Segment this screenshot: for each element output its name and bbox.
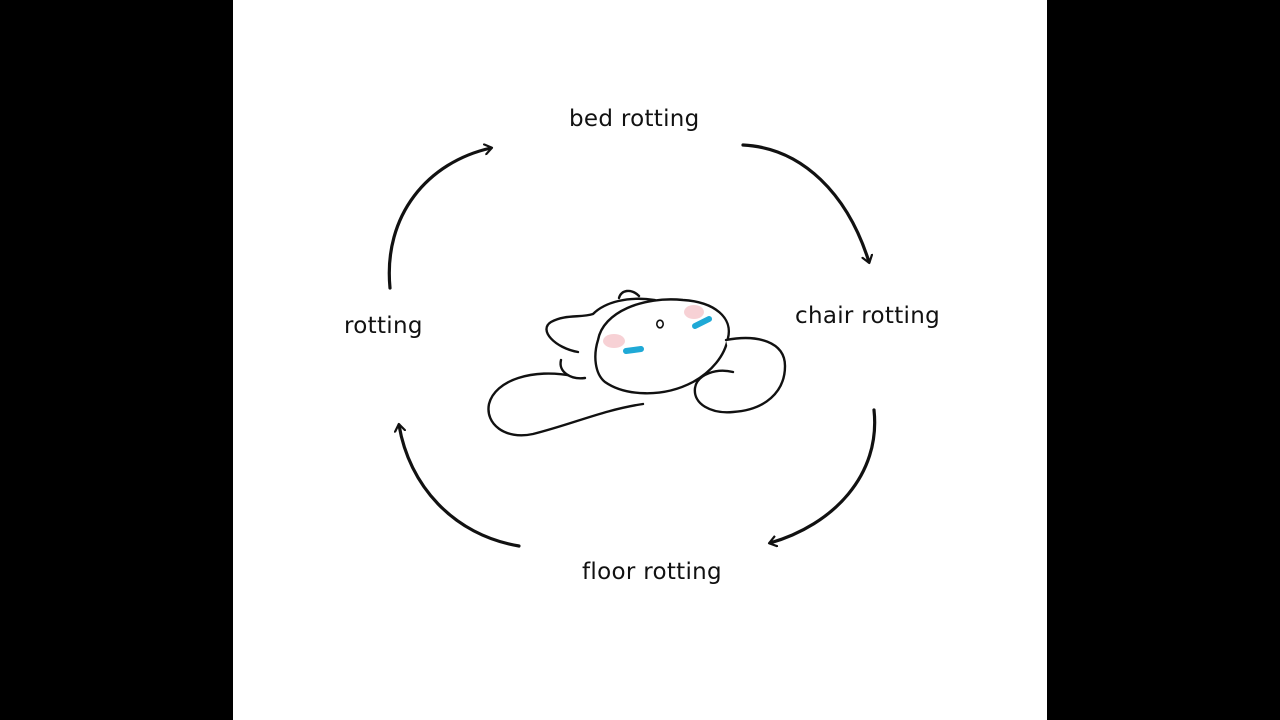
node-rotting: rotting	[344, 313, 423, 339]
arrow-rotting-to-bed	[387, 148, 491, 290]
arrow-chair-to-floor	[770, 408, 877, 543]
arrow-floor-to-rotting	[399, 425, 521, 548]
letterbox-right	[1047, 0, 1280, 720]
node-bed-rotting: bed rotting	[569, 106, 700, 132]
arrow-bed-to-chair	[741, 143, 869, 262]
node-chair-rotting: chair rotting	[795, 303, 940, 329]
character-body-line	[559, 358, 587, 380]
blob-character-illustration	[487, 289, 787, 437]
character-arm	[693, 336, 787, 414]
character-long-ear	[487, 372, 645, 437]
node-floor-rotting: floor rotting	[582, 559, 722, 585]
character-ear	[617, 289, 641, 300]
character-blue-mark-left	[623, 346, 644, 354]
diagram-canvas: bed rotting chair rotting floor rotting …	[233, 0, 1047, 720]
letterbox-left	[0, 0, 233, 720]
character-eye-icon	[655, 319, 664, 329]
cycle-diagram	[387, 0, 877, 548]
character-cheek-left	[603, 334, 625, 348]
character-cheek-right	[684, 305, 704, 319]
character-blue-mark-right	[692, 316, 712, 329]
